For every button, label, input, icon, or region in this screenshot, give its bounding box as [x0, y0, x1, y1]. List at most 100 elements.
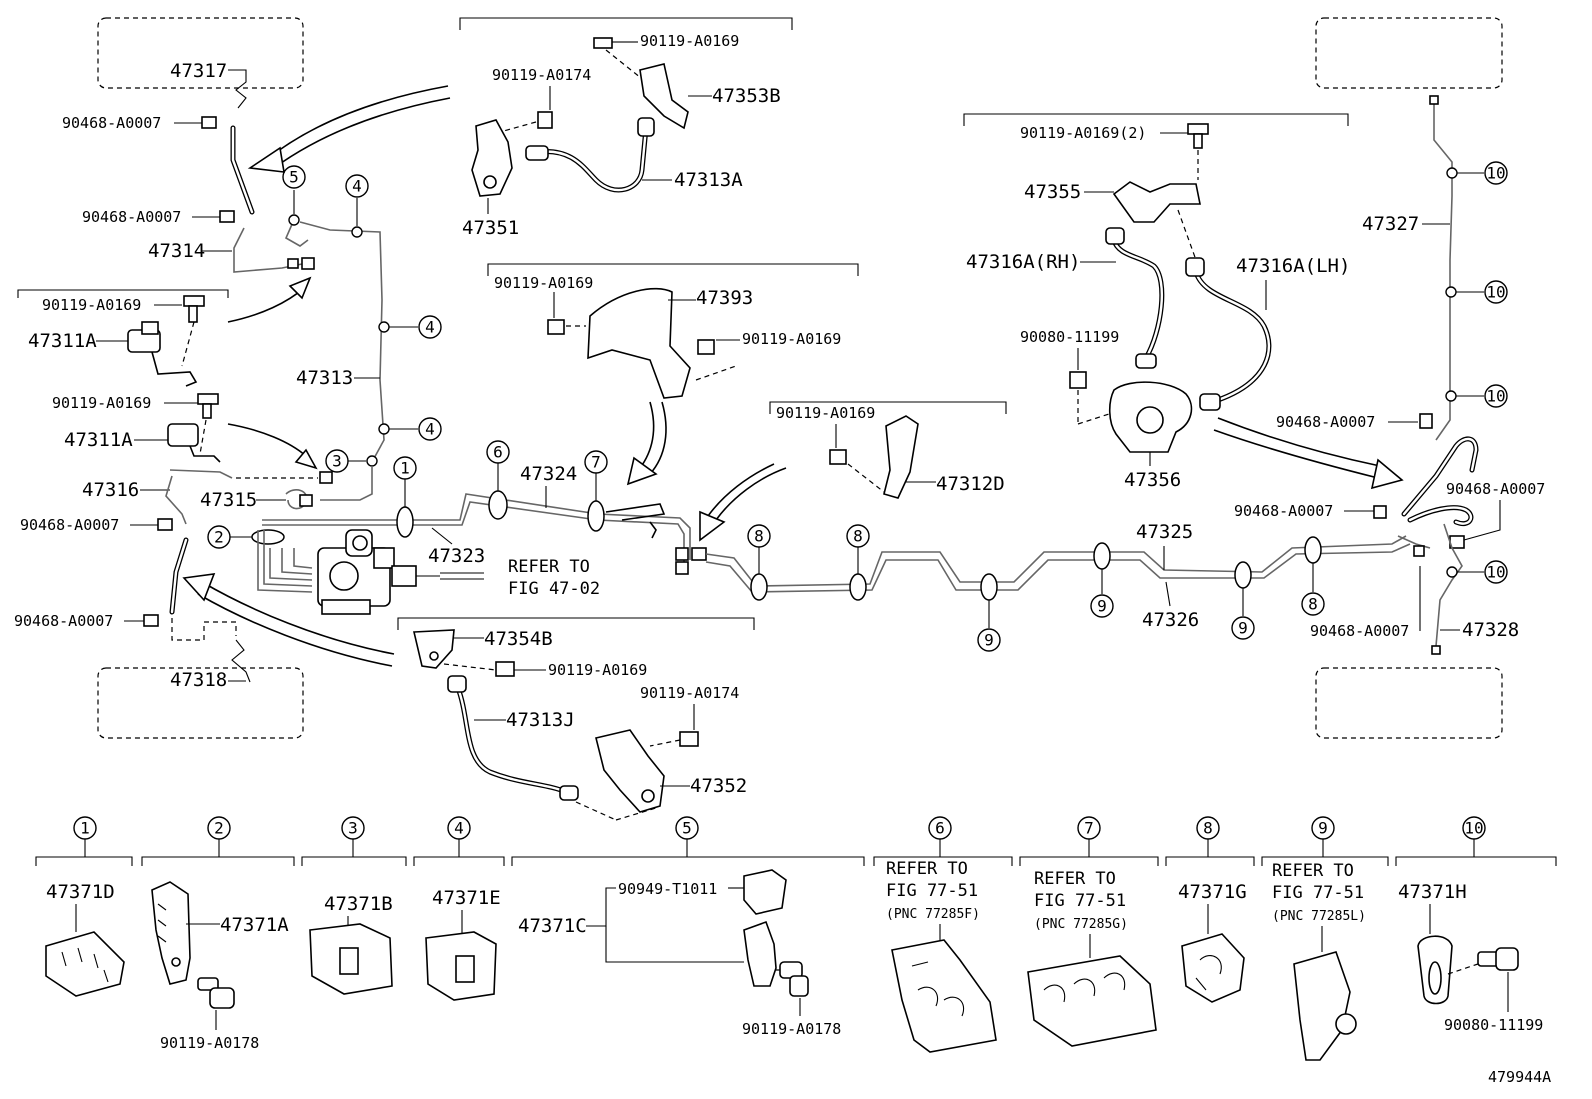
svg-text:4: 4	[352, 177, 362, 196]
callout-10	[1484, 280, 1508, 304]
legend-refer-9-line2: FIG 77-51	[1272, 883, 1364, 903]
label-47318: 47318	[170, 669, 227, 691]
callout-4	[418, 417, 442, 441]
callout-4	[418, 315, 442, 339]
svg-text:2: 2	[214, 528, 224, 547]
label-47324: 47324	[520, 463, 577, 485]
legend-refer-9-line1: REFER TO	[1272, 861, 1354, 881]
label-47352: 47352	[690, 775, 747, 797]
clamp-47371g-icon	[1181, 933, 1245, 1003]
label-90119-a0169-mid-1: 90119-A0169	[494, 274, 593, 292]
label-47327: 47327	[1362, 213, 1419, 235]
label-90468-a0007-r4: 90468-A0007	[1310, 622, 1409, 640]
bolt-icon	[183, 295, 205, 307]
svg-text:8: 8	[1203, 819, 1213, 838]
clip-icon	[157, 518, 173, 531]
bolt-icon	[697, 339, 715, 355]
refer-fig-47-02: FIG 47-02	[508, 579, 600, 599]
arrow-icon	[288, 276, 312, 300]
legend-header-8: 8	[1165, 816, 1255, 866]
label-47326: 47326	[1142, 609, 1199, 631]
bolt-icon	[197, 977, 219, 991]
reference-box-top-left	[97, 17, 304, 89]
legend-bolt-90119-a0178-a: 90119-A0178	[160, 1034, 259, 1052]
svg-text:9: 9	[1318, 819, 1328, 838]
svg-text:4: 4	[425, 318, 435, 337]
legend-header-5: 5	[511, 816, 865, 866]
legend-header-3: 3	[301, 816, 407, 866]
clamp-77285g-icon	[1027, 955, 1157, 1047]
callout-9	[1231, 616, 1255, 640]
bolt-icon	[829, 449, 847, 465]
label-47317: 47317	[170, 60, 227, 82]
clip-icon	[1373, 505, 1387, 519]
label-47393: 47393	[696, 287, 753, 309]
clip-icon	[219, 210, 235, 223]
bolt-icon	[593, 37, 613, 49]
label-47314: 47314	[148, 240, 205, 262]
bracket-47312d-icon	[883, 415, 919, 499]
label-47316: 47316	[82, 479, 139, 501]
bolt-icon	[1069, 371, 1087, 389]
bracket-47354b-icon	[413, 629, 455, 669]
bracket-47353b-icon	[639, 63, 689, 130]
legend-bolt-90080-11199: 90080-11199	[1444, 1016, 1543, 1034]
reference-box-bottom-left	[97, 667, 304, 739]
legend-refer-6-line1: REFER TO	[886, 859, 968, 879]
clip-icon	[143, 614, 159, 627]
svg-text:5: 5	[682, 819, 692, 838]
hose-47313a	[535, 125, 649, 193]
bracket-47351-icon	[471, 119, 513, 197]
svg-text:10: 10	[1464, 819, 1483, 838]
legend-refer-7-line2: FIG 77-51	[1034, 891, 1126, 911]
callout-10	[1484, 161, 1508, 185]
main-brake-line-47325: 8 8 9 9 9 8 47325 47326	[705, 521, 1411, 652]
arrow-icon	[626, 456, 658, 486]
label-90119-a0169-top: 90119-A0169	[640, 32, 739, 50]
legend-header-7: 7	[1019, 816, 1159, 866]
svg-text:10: 10	[1486, 164, 1505, 183]
clip-90949-icon	[743, 869, 787, 915]
bolt-icon	[495, 661, 515, 677]
label-90468-a0007-r1: 90468-A0007	[1276, 413, 1375, 431]
svg-text:6: 6	[935, 819, 945, 838]
bolt-icon	[547, 319, 565, 335]
label-47315: 47315	[200, 489, 257, 511]
label-47356: 47356	[1124, 469, 1181, 491]
svg-text:9: 9	[984, 631, 994, 650]
brake-line-47327	[1433, 104, 1453, 441]
label-47353b: 47353B	[712, 85, 781, 107]
arrow-icon	[247, 146, 285, 173]
front-hose-right-group: 90119-A0169(2) 47355 47316A(RH) 47316A(L…	[963, 113, 1404, 491]
legend-header-6: 6	[873, 816, 1013, 866]
line-group-47316: 47316 47315 90468-A0007 3 2 90468-A0007 …	[14, 449, 395, 739]
hose-47316a-lh	[1193, 269, 1272, 403]
bolt-icon	[197, 393, 219, 405]
svg-text:8: 8	[1308, 595, 1318, 614]
label-90119-a0169-2: 90119-A0169(2)	[1020, 124, 1146, 142]
legend-header-10: 10	[1395, 816, 1557, 866]
label-90119-a0169-left-1: 90119-A0169	[42, 296, 141, 314]
legend-part-47371b: 47371B	[324, 893, 393, 915]
label-90119-a0174-bottom: 90119-A0174	[640, 684, 739, 702]
callout-10	[1484, 560, 1508, 584]
label-90119-a0174-top: 90119-A0174	[492, 66, 591, 84]
label-47325: 47325	[1136, 521, 1193, 543]
label-90468-a0007-2: 90468-A0007	[82, 208, 181, 226]
label-90468-a0007-r3: 90468-A0007	[1446, 480, 1545, 498]
arrow-icon	[1370, 458, 1404, 490]
legend-refer-6-line2: FIG 77-51	[886, 881, 978, 901]
legend-part-47371e: 47371E	[432, 887, 501, 909]
label-90119-a0169-bottom: 90119-A0169	[548, 661, 647, 679]
label-47354b: 47354B	[484, 628, 553, 650]
reference-box-bottom-right	[1315, 667, 1503, 739]
bolt-icon	[679, 731, 699, 747]
svg-text:9: 9	[1238, 619, 1248, 638]
legend-header-9: 9	[1261, 816, 1389, 866]
label-47316a-lh: 47316A(LH)	[1236, 255, 1350, 277]
hose-47313j	[455, 685, 569, 795]
caliper-area-left-top: 47317 90468-A0007 90468-A0007 47314 5 4 …	[62, 17, 451, 463]
legend-part-47371c: 47371C	[518, 915, 587, 937]
rear-hose-group: 47354B 90119-A0169 47313J 90119-A0174 47…	[397, 617, 755, 821]
svg-text:8: 8	[754, 527, 764, 546]
